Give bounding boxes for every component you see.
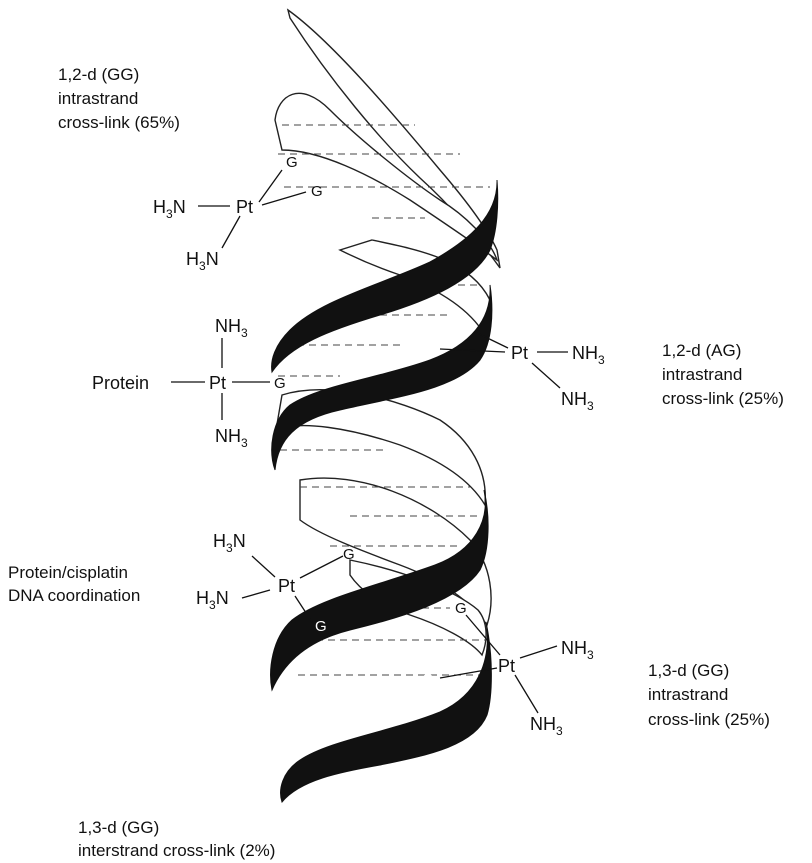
pt-atom: Pt	[236, 197, 253, 217]
caption-line: intrastrand	[58, 89, 138, 108]
protein-label: Protein	[92, 373, 149, 393]
base-g-top-1: G	[286, 154, 298, 171]
base-g-lower-4: G	[422, 671, 434, 688]
caption-line: intrastrand	[662, 365, 742, 384]
pt-atom: Pt	[498, 656, 515, 676]
nh3-ligand: NH3	[561, 389, 594, 413]
base-g-protein: G	[274, 375, 286, 392]
bond	[515, 675, 538, 713]
caption-line: cross-link (65%)	[58, 113, 180, 132]
bond	[532, 363, 560, 388]
helix-front-ribbon-4	[281, 622, 492, 802]
bond	[252, 556, 275, 577]
base-g-top-2: G	[311, 183, 323, 200]
pt-atom: Pt	[209, 373, 226, 393]
caption-line: cross-link (25%)	[648, 710, 770, 729]
base-g-lower-1: G	[343, 546, 355, 563]
base-a-middle: A	[460, 310, 470, 327]
pt-atom: Pt	[511, 343, 528, 363]
nh3-ligand: NH3	[530, 714, 563, 738]
bond	[300, 556, 343, 578]
caption-line: intrastrand	[648, 685, 728, 704]
bond	[259, 170, 282, 202]
pt-complex-protein: Protein Pt NH3 NH3	[92, 316, 270, 450]
base-g-lower-2: G	[315, 618, 327, 635]
base-g-lower-3: G	[455, 600, 467, 617]
caption-protein-cisplatin: Protein/cisplatin DNA coordination	[8, 563, 140, 605]
base-g-middle: G	[418, 340, 430, 357]
caption-gg-12: 1,2-d (GG) intrastrand cross-link (65%)	[58, 65, 180, 132]
bond	[222, 216, 240, 248]
h3n-ligand: H3N	[196, 588, 229, 612]
nh3-ligand: NH3	[215, 316, 248, 340]
pt-complex-gg-12: H3N Pt H3N	[153, 170, 306, 273]
caption-line: cross-link (25%)	[662, 389, 784, 408]
pt-atom: Pt	[278, 576, 295, 596]
caption-line: 1,3-d (GG)	[648, 661, 729, 680]
caption-line: DNA coordination	[8, 586, 140, 605]
h3n-ligand: H3N	[153, 197, 186, 221]
dna-helix	[271, 10, 500, 802]
bond	[520, 646, 557, 658]
caption-line: Protein/cisplatin	[8, 563, 128, 582]
caption-line: 1,2-d (AG)	[662, 341, 741, 360]
bond	[242, 590, 270, 598]
caption-line: 1,3-d (GG)	[78, 818, 159, 837]
h3n-ligand: H3N	[213, 531, 246, 555]
caption-line: 1,2-d (GG)	[58, 65, 139, 84]
h3n-ligand: H3N	[186, 249, 219, 273]
caption-gg-13-intrastrand: 1,3-d (GG) intrastrand cross-link (25%)	[648, 661, 770, 729]
nh3-ligand: NH3	[215, 426, 248, 450]
caption-gg-13-interstrand: 1,3-d (GG) interstrand cross-link (2%)	[78, 818, 275, 860]
bond	[262, 192, 306, 205]
nh3-ligand: NH3	[572, 343, 605, 367]
caption-ag-12: 1,2-d (AG) intrastrand cross-link (25%)	[662, 341, 784, 408]
nh3-ligand: NH3	[561, 638, 594, 662]
caption-line: interstrand cross-link (2%)	[78, 841, 275, 860]
